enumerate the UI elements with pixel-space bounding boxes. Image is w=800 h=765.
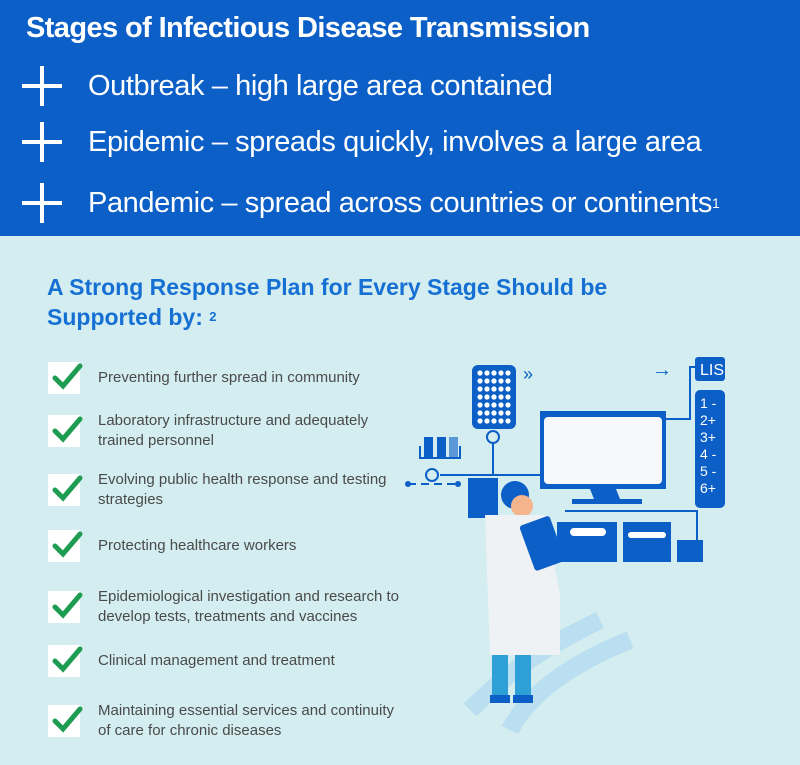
stage-text: Pandemic – spread across countries or co… [88,186,712,219]
checklist-item-text: Evolving public health response and test… [98,471,387,508]
well-dot [484,410,490,416]
plus-icon [22,183,62,223]
well-dot [498,378,504,384]
checkmark-icon [48,705,83,737]
well-dot [484,394,490,400]
response-plan: A Strong Response Plan for Every Stage S… [0,236,800,765]
well-dot [505,370,511,376]
plus-icon [22,66,62,106]
lab-illustration: » → LIS 1 -2+3+4 -5 -6+ [405,357,725,735]
checklist-item: Clinical management and treatment [48,645,408,677]
well-dot [484,370,490,376]
stage-outbreak: Outbreak – high large area contained [22,66,553,106]
well-dot [498,410,504,416]
checkmark-icon [48,362,83,394]
stage-text: Outbreak – high large area contained [88,69,553,102]
checklist-item-text: Maintaining essential services and conti… [98,702,394,739]
well-dot [498,370,504,376]
well-dot [491,378,497,384]
stage-epidemic: Epidemic – spreads quickly, involves a l… [22,122,702,162]
checklist-item-text: Epidemiological investigation and resear… [98,588,400,625]
checkmark-icon [48,415,83,447]
plus-icon [22,122,62,162]
plan-heading-text: A Strong Response Plan for Every Stage S… [47,274,608,330]
checkmark-icon [48,591,83,623]
checklist-item: Maintaining essential services and conti… [48,701,408,741]
well-dot [491,418,497,424]
well-dot [491,370,497,376]
well-dot [505,410,511,416]
lis-result: 3+ [700,429,716,445]
checklist-item: Evolving public health response and test… [48,470,408,510]
checklist-item-text: Clinical management and treatment [98,652,335,669]
checklist-item: Preventing further spread in community [48,362,408,394]
well-dot [477,386,483,392]
well-dot [498,394,504,400]
well-dot [505,394,511,400]
lis-result: 4 - [700,446,717,462]
checklist-item-text: Protecting healthcare workers [98,537,297,554]
checklist-item: Epidemiological investigation and resear… [48,587,408,627]
checklist-item-text: Preventing further spread in community [98,369,360,386]
lis-result: 1 - [700,395,717,411]
well-dot [477,418,483,424]
well-dot [505,378,511,384]
well-dot [484,378,490,384]
stage-pandemic: Pandemic – spread across countries or co… [22,183,720,223]
checklist-item-text: Laboratory infrastructure and adequately… [98,412,369,449]
well-dot [484,386,490,392]
well-dot [491,410,497,416]
checkmark-icon [48,530,83,562]
double-chevron-icon: » [523,364,533,384]
arrow-right-icon: → [652,359,672,381]
lis-result: 5 - [700,463,717,479]
checkmark-icon [48,645,83,677]
well-dot [477,370,483,376]
well-dot [505,402,511,408]
well-dot [477,402,483,408]
well-dot [484,402,490,408]
footnote-ref: 1 [711,195,720,211]
checkmark-icon [48,474,83,506]
well-dot [491,394,497,400]
well-dot [498,386,504,392]
stage-text: Epidemic – spreads quickly, involves a l… [88,125,702,158]
well-dot [491,402,497,408]
well-dot [505,386,511,392]
well-dot [477,378,483,384]
banner-title: Stages of Infectious Disease Transmissio… [26,12,590,44]
well-dot [498,402,504,408]
checklist-item: Laboratory infrastructure and adequately… [48,411,408,451]
lis-result: 6+ [700,480,716,496]
well-dot [477,410,483,416]
checklist-item: Protecting healthcare workers [48,530,408,562]
lis-label: LIS [700,362,724,379]
lis-result: 2+ [700,412,716,428]
stages-banner: Stages of Infectious Disease Transmissio… [0,0,800,236]
well-dot [477,394,483,400]
plan-heading: A Strong Response Plan for Every Stage S… [47,272,687,332]
well-dot [491,386,497,392]
well-dot [498,418,504,424]
footnote-ref: 2 [209,309,217,324]
well-dot [505,418,511,424]
well-dot [484,418,490,424]
